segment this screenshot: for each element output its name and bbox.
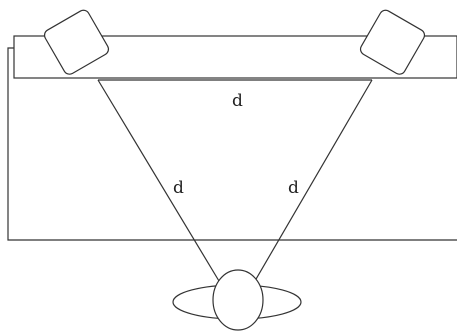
left-speaker [42, 8, 110, 76]
right-distance-line [252, 80, 372, 286]
listener-head [213, 270, 263, 330]
right-speaker [358, 8, 426, 76]
top-distance-label: d [232, 91, 243, 111]
right-distance-label: d [288, 178, 299, 198]
left-distance-line [98, 80, 222, 286]
left-distance-label: d [173, 178, 184, 198]
listener [173, 270, 301, 330]
room-boundary [8, 48, 457, 240]
